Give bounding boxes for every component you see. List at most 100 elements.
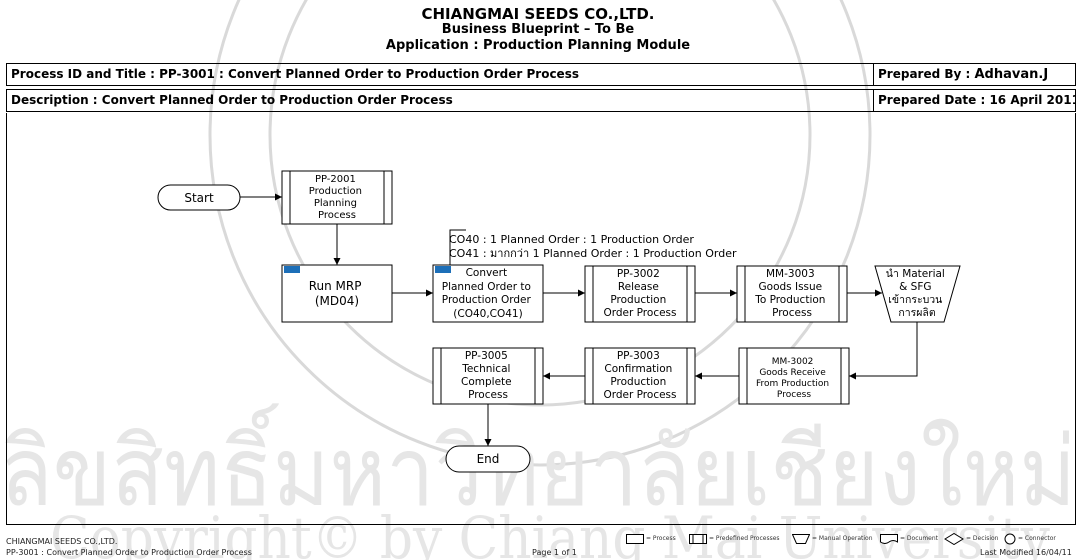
legend-connector-icon (1004, 533, 1016, 545)
arrow-manual-to-mm3002 (849, 322, 918, 380)
svg-text:MM-3002 Goods Receive: MM-3002 Goods Receive From Production Pr… (756, 357, 832, 400)
legend-manual-icon (792, 534, 810, 544)
description-label: Description : (11, 93, 102, 107)
mm3002-process: MM-3002 Goods Receive From Production Pr… (738, 347, 850, 405)
mm3002-line2: Goods Receive (759, 368, 826, 378)
sap-badge-icon-2 (435, 266, 451, 273)
transaction-note: CO40 : 1 Planned Order : 1 Production Or… (449, 229, 737, 265)
watermark-thai-text: ลิขสิทธิ์มหาวิทยาลัยเชียงใหม่ (0, 403, 1076, 528)
legend-manual-label: = Manual Operation (812, 535, 873, 542)
legend-document-icon (880, 534, 898, 544)
manual-line1: นำ Material (886, 268, 945, 280)
prepared-by-label: Prepared By : (878, 67, 975, 81)
mm3002-line1: MM-3002 (772, 357, 814, 367)
process-value: PP-3001 : Convert Planned Order to Produ… (159, 67, 579, 81)
footer-page: Page 1 of 1 (532, 548, 577, 557)
run-mrp-process: Run MRP (MD04) (281, 264, 393, 323)
manual-line2: & SFG (899, 281, 931, 293)
end-terminator: End (445, 445, 531, 473)
pp3005-line3: Complete (461, 376, 512, 388)
prepared-by-cell: Prepared By : Adhavan.J (873, 64, 1076, 85)
footer-company: CHIANGMAI SEEDS CO.,LTD. (6, 537, 118, 546)
process-cell: Process ID and Title : PP-3001 : Convert… (7, 64, 875, 85)
start-label: Start (184, 191, 214, 205)
mm3003-line4: Process (772, 307, 812, 319)
start-terminator: Start (157, 184, 241, 211)
sap-badge-icon (284, 266, 300, 273)
svg-text:MM-3003 Goods Issue: MM-3003 Goods Issue To Production Proces… (754, 268, 829, 319)
prepared-by-value: Adhavan.J (974, 67, 1049, 82)
pp3003-line2: Confirmation (604, 363, 672, 375)
application-title: Application : Production Planning Module (385, 38, 691, 53)
pp2001-process: PP-2001 Production Planning Process (281, 170, 393, 225)
legend: = Process = Predefined Processes = Manua… (626, 533, 1074, 545)
pp3003-line1: PP-3003 (617, 350, 660, 362)
svg-text:Convert Planned Order to: Convert Planned Order to Production Orde… (442, 267, 535, 320)
description-value: Convert Planned Order to Production Orde… (101, 93, 453, 107)
process-row: Process ID and Title : PP-3001 : Convert… (6, 63, 1076, 86)
svg-text:นำ Material & SFG: นำ Material & SFG เข้ากระบวน การผลิต (886, 268, 948, 319)
process-label: Process ID and Title : (11, 67, 160, 81)
prepared-date-label: Prepared Date : (878, 93, 990, 107)
convert-process: Convert Planned Order to Production Orde… (432, 264, 544, 323)
mm3003-line3: To Production (754, 294, 825, 306)
description-cell: Description : Convert Planned Order to P… (7, 90, 875, 111)
footer-process: PP-3001 : Convert Planned Order to Produ… (6, 548, 252, 557)
pp3005-line2: Technical (461, 363, 510, 375)
svg-text:Run MRP (MD04): Run MRP (MD04) (309, 279, 366, 308)
svg-text:PP-3002 Release Pr: PP-3002 Release Production Order Process (603, 268, 676, 319)
pp3002-line2: Release (618, 281, 659, 293)
convert-line1: Convert (466, 267, 508, 279)
pp3005-process: PP-3005 Technical Complete Process (432, 347, 544, 405)
convert-line4: (CO40,CO41) (453, 308, 522, 320)
legend-process-icon (626, 534, 644, 544)
manual-line4: การผลิต (898, 307, 935, 319)
svg-text:PP-2001 Production: PP-2001 Production Planning Process (309, 174, 365, 221)
convert-line3: Production Order (442, 294, 532, 306)
legend-process-label: = Process (646, 535, 676, 542)
manual-line3: เข้ากระบวน (888, 294, 942, 306)
legend-predefined-label: = Predefined Processes (709, 535, 780, 542)
document-header: CHIANGMAI SEEDS CO.,LTD. Business Bluepr… (0, 6, 1076, 54)
footer-last-modified: Last Modified 16/04/11 (980, 548, 1072, 557)
legend-document-label: = Document (900, 535, 939, 542)
run-mrp-line1: Run MRP (309, 279, 362, 293)
pp2001-line3: Planning (314, 198, 357, 209)
blueprint-title: Business Blueprint – To Be (441, 22, 635, 37)
pp3005-line1: PP-3005 (465, 350, 508, 362)
pp2001-line2: Production (309, 186, 362, 197)
legend-predefined-icon (689, 534, 707, 544)
watermark-copyright-text: Copyright© by Chiang Mai University (50, 504, 1050, 560)
prepared-date-cell: Prepared Date : 16 April 2011 (873, 90, 1076, 111)
pp2001-line1: PP-2001 (315, 174, 356, 185)
company-title: CHIANGMAI SEEDS CO.,LTD. (421, 5, 655, 23)
manual-operation: นำ Material & SFG เข้ากระบวน การผลิต (874, 265, 961, 323)
legend-decision-label: = Decision (966, 535, 999, 542)
pp2001-line4: Process (318, 210, 356, 221)
svg-text:PP-3003 Confirmation: PP-3003 Confirmation Production Order Pr… (603, 350, 676, 401)
pp3002-line1: PP-3002 (617, 268, 660, 280)
end-label: End (477, 452, 500, 466)
pp3005-line4: Process (468, 389, 508, 401)
pp3003-process: PP-3003 Confirmation Production Order Pr… (584, 347, 696, 405)
pp3003-line4: Order Process (603, 389, 676, 401)
pp3003-line3: Production (610, 376, 666, 388)
run-mrp-line2: (MD04) (315, 294, 359, 308)
mm3003-line2: Goods Issue (759, 281, 823, 293)
mm3003-process: MM-3003 Goods Issue To Production Proces… (736, 265, 848, 323)
pp3002-process: PP-3002 Release Production Order Process (584, 265, 696, 323)
legend-connector-label: = Connector (1018, 535, 1056, 542)
description-row: Description : Convert Planned Order to P… (6, 89, 1076, 112)
mm3002-line3: From Production (756, 379, 829, 389)
mm3003-line1: MM-3003 (766, 268, 815, 280)
mm3002-line4: Process (777, 390, 811, 400)
convert-line2: Planned Order to (442, 281, 531, 293)
prepared-date-value: 16 April 2011 (989, 93, 1076, 107)
pp3002-line4: Order Process (603, 307, 676, 319)
note-co40: CO40 : 1 Planned Order : 1 Production Or… (449, 233, 694, 246)
legend-decision-icon (944, 533, 964, 545)
pp3002-line3: Production (610, 294, 666, 306)
svg-text:PP-3005 Technical: PP-3005 Technical Complete Process (461, 350, 515, 401)
